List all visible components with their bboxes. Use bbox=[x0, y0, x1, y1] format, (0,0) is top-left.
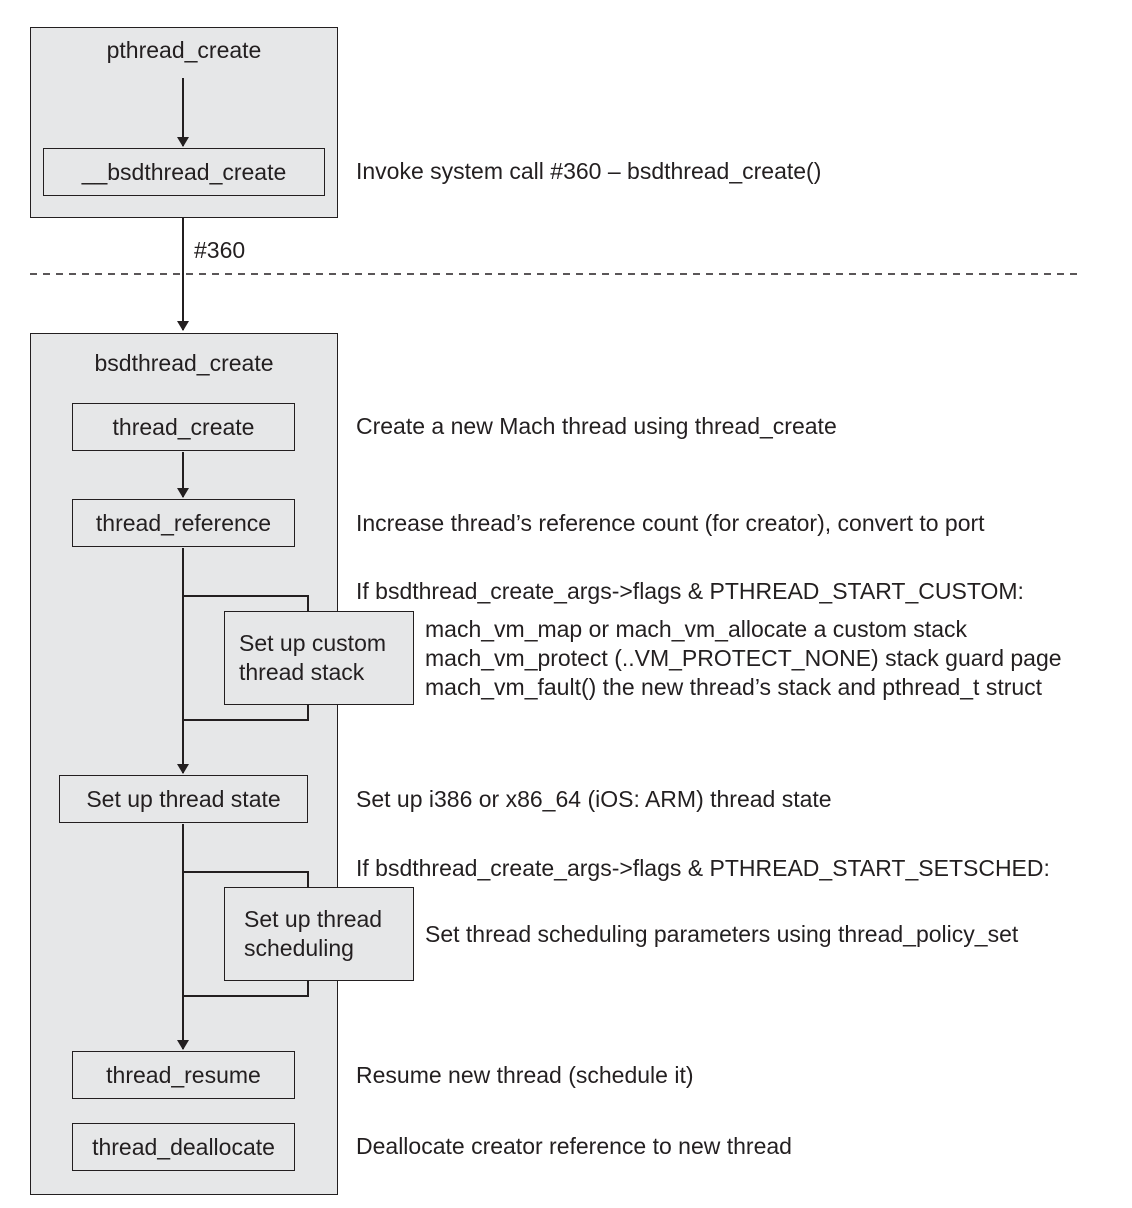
thread-resume-box: thread_resume bbox=[72, 1051, 295, 1099]
scheduling-box: Set up thread scheduling bbox=[224, 887, 414, 981]
syscall-number-label: #360 bbox=[194, 237, 246, 263]
thread-resume-desc: Resume new thread (schedule it) bbox=[356, 1062, 694, 1088]
scheduling-label-line1: Set up thread bbox=[244, 906, 383, 932]
custom-stack-desc: mach_vm_map or mach_vm_allocate a custom… bbox=[425, 615, 1062, 702]
bsdthread-create-stub-desc: Invoke system call #360 – bsdthread_crea… bbox=[356, 158, 822, 184]
scheduling-label-line2: scheduling bbox=[244, 935, 354, 961]
thread-create-desc: Create a new Mach thread using thread_cr… bbox=[356, 413, 837, 439]
thread-reference-box: thread_reference bbox=[72, 499, 295, 547]
scheduling-condition: If bsdthread_create_args->flags & PTHREA… bbox=[356, 855, 1050, 881]
bsdthread-create-stub-box: __bsdthread_create bbox=[43, 148, 325, 196]
custom-stack-condition: If bsdthread_create_args->flags & PTHREA… bbox=[356, 578, 1024, 604]
thread-deallocate-desc: Deallocate creator reference to new thre… bbox=[356, 1133, 792, 1159]
thread-state-box: Set up thread state bbox=[59, 775, 308, 823]
custom-stack-desc-line: mach_vm_fault() the new thread’s stack a… bbox=[425, 674, 1043, 700]
thread-deallocate-box: thread_deallocate bbox=[72, 1123, 295, 1171]
thread-state-desc: Set up i386 or x86_64 (iOS: ARM) thread … bbox=[356, 786, 832, 812]
custom-stack-label-line2: thread stack bbox=[239, 659, 365, 685]
pthread-create-title: pthread_create bbox=[106, 37, 262, 63]
custom-stack-label-line1: Set up custom bbox=[239, 630, 387, 656]
custom-stack-desc-line: mach_vm_map or mach_vm_allocate a custom… bbox=[425, 616, 967, 642]
custom-stack-desc-line: mach_vm_protect (..VM_PROTECT_NONE) stac… bbox=[425, 645, 1062, 671]
custom-stack-box: Set up custom thread stack bbox=[224, 611, 414, 705]
scheduling-desc: Set thread scheduling parameters using t… bbox=[425, 921, 1019, 947]
bsdthread-create-title: bsdthread_create bbox=[94, 350, 274, 376]
thread-reference-desc: Increase thread’s reference count (for c… bbox=[356, 510, 985, 536]
thread-create-box: thread_create bbox=[72, 403, 295, 451]
